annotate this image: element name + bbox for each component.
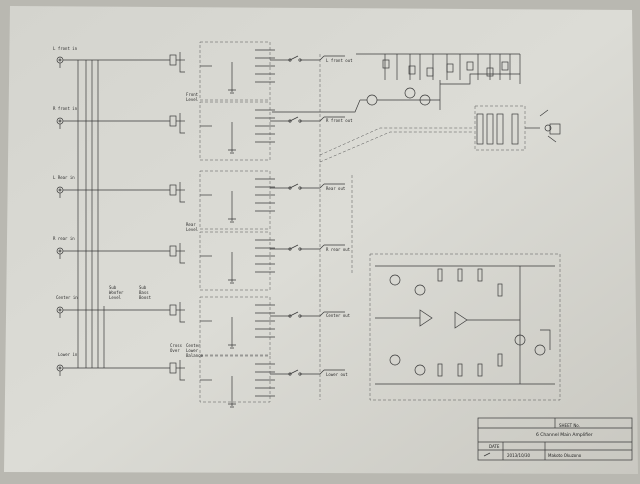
switch-contact [288, 186, 292, 190]
ground-symbol [228, 218, 236, 223]
drawing-date: 2013/10/30 [507, 453, 531, 458]
input-jack-pin [58, 188, 62, 192]
op-amp [454, 311, 468, 329]
module-box [199, 355, 271, 403]
wire [179, 243, 185, 264]
resistor [477, 363, 483, 377]
input-label-l-rear: L Rear in [53, 175, 75, 180]
capacitor [426, 67, 434, 77]
label-sub-woofer-level: Sub Woofer Level [109, 285, 124, 300]
input-jack-pin [58, 308, 62, 312]
capacitor [486, 67, 494, 77]
speaker-terminal [544, 124, 552, 132]
switch [319, 311, 325, 317]
label-front-level: Front Level [186, 92, 199, 102]
switch-contact [288, 314, 292, 318]
title-block-mark [483, 452, 491, 457]
resistor [437, 363, 443, 377]
switch [319, 116, 325, 122]
module-box [199, 101, 271, 161]
switch [319, 369, 325, 375]
output-line [540, 329, 551, 350]
capacitor [501, 61, 509, 71]
input-label-r-front: R front in [53, 106, 78, 111]
output-label-lower: Lower out [326, 372, 348, 377]
module-box [199, 231, 271, 291]
transistor [414, 364, 426, 376]
speaker-connector [549, 123, 561, 135]
paper [4, 6, 638, 474]
switch [319, 244, 325, 250]
resistor [457, 363, 463, 377]
label-cross-over: Cross Over [170, 343, 183, 353]
title-block-field-a: SHEET No. [559, 423, 580, 428]
wire [179, 52, 185, 73]
title-block-field-b: DATE [489, 444, 500, 449]
transistor [389, 354, 401, 366]
module-box [199, 41, 271, 101]
input-label-l-front: L front in [53, 46, 78, 51]
output-label-r-front: R front out [326, 118, 353, 123]
relay-coil [511, 113, 519, 145]
drawing-title: 6 Channel Main Amplifier [536, 433, 593, 438]
capacitor [382, 59, 390, 69]
switch-contact [288, 119, 292, 123]
ground-symbol [228, 149, 236, 154]
amplifier-detail-box [369, 253, 561, 401]
capacitor [446, 63, 454, 73]
output-label-r-rear: R rear out [326, 247, 351, 252]
transistor [389, 274, 401, 286]
signal-line [319, 127, 472, 156]
input-label-center: Center in [56, 295, 78, 300]
input-jack-pin [58, 366, 62, 370]
ground-symbol [228, 279, 236, 284]
capacitor [466, 61, 474, 71]
resistor [437, 268, 443, 282]
ground-symbol [228, 89, 236, 94]
wire [179, 113, 185, 134]
input-jack-pin [58, 249, 62, 253]
input-jack-pin [58, 119, 62, 123]
ground-symbol [228, 344, 236, 349]
input-jack-pin [58, 58, 62, 62]
output-label-center: Center out [326, 313, 351, 318]
switch [319, 55, 325, 61]
wire [179, 182, 185, 203]
switch-contact [288, 247, 292, 251]
switch [319, 183, 325, 189]
ground-symbol [228, 403, 236, 408]
capacitor [408, 65, 416, 75]
resistor [477, 268, 483, 282]
switch-contact [288, 372, 292, 376]
resistor [457, 268, 463, 282]
output-relay-box [474, 105, 526, 151]
output-label-rear: Rear out [326, 186, 346, 191]
speaker-symbol [539, 109, 557, 143]
transistor [534, 344, 546, 356]
signal-line [319, 131, 472, 163]
output-label-l-front: L front out [326, 58, 353, 63]
module-box [199, 296, 271, 356]
input-label-lower: Lower in [58, 352, 78, 357]
drawing-author: Makoto Okuzono [548, 453, 582, 458]
label-sub-bass-boost: Sub Bass Boost [139, 285, 152, 300]
wire [179, 302, 185, 323]
wire [179, 360, 185, 381]
wire [440, 73, 520, 85]
transistor [414, 284, 426, 296]
module-box [199, 170, 271, 230]
resistor [497, 353, 503, 367]
input-label-r-rear: R rear in [53, 236, 75, 241]
relay-coil [476, 113, 484, 145]
transistor [404, 87, 416, 99]
relay-coil [486, 113, 494, 145]
resistor [497, 283, 503, 297]
label-center-lower-balance: Center Lower Balance [186, 343, 203, 358]
relay-coil [496, 113, 504, 145]
signal-line [272, 99, 361, 113]
label-rear-level: Rear Level [186, 222, 199, 232]
switch-contact [288, 58, 292, 62]
